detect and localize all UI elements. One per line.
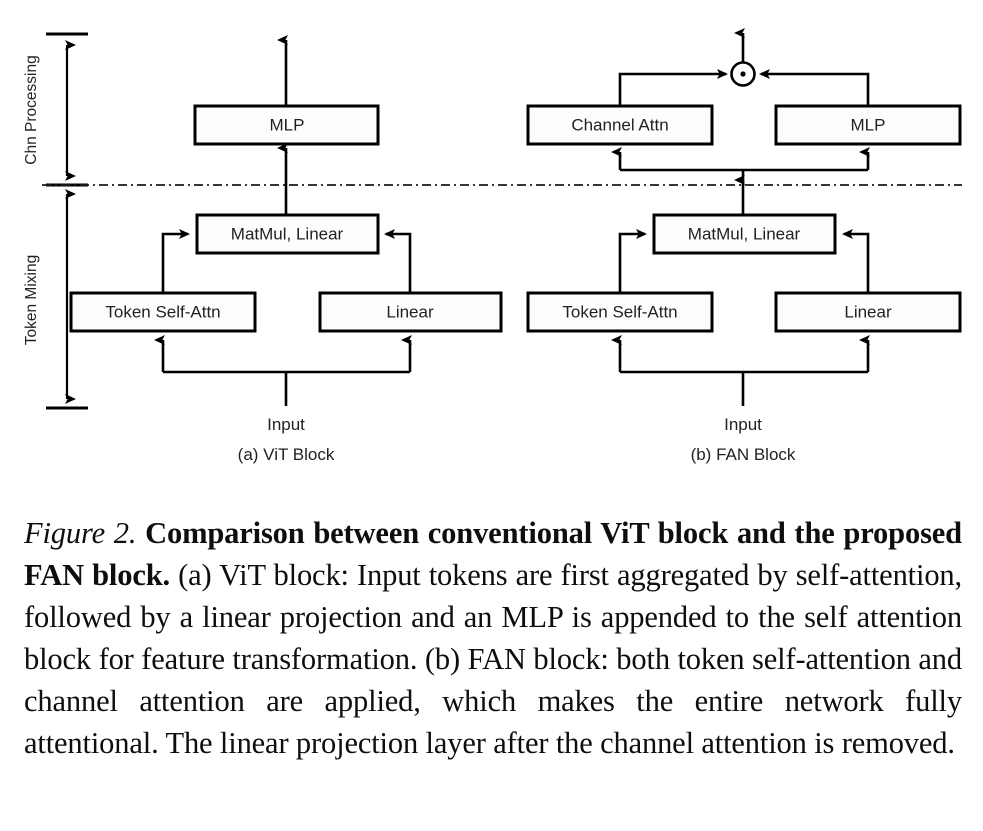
fan-mlp-label: MLP bbox=[851, 115, 886, 134]
fan-linear-to-matmul bbox=[842, 229, 870, 293]
vit-token-self-attn-to-matmul bbox=[161, 229, 190, 293]
left-axis-brackets: Chn Processing Token Mixing bbox=[23, 32, 88, 410]
fan-channel-attn-label: Channel Attn bbox=[571, 115, 668, 134]
fan-linear-box[interactable] bbox=[774, 291, 962, 333]
vit-linear-to-matmul bbox=[384, 229, 412, 293]
fan-mlp-to-operator bbox=[759, 69, 870, 106]
axis-label-chn-processing: Chn Processing bbox=[23, 55, 40, 164]
vit-input-label: Input bbox=[267, 415, 305, 434]
fan-token-self-attn-to-matmul bbox=[618, 229, 647, 293]
fan-block-panel: Token Self-Attn Linear MatMul, Linear bbox=[526, 28, 962, 464]
vit-token-self-attn-label: Token Self-Attn bbox=[105, 302, 220, 321]
vit-mlp-box[interactable] bbox=[193, 104, 380, 146]
vit-matmul-linear-label: MatMul, Linear bbox=[231, 224, 344, 243]
fan-matmul-linear-box[interactable] bbox=[652, 213, 837, 255]
caption-title: Comparison between conventional ViT bloc… bbox=[24, 516, 962, 592]
caption-body: (a) ViT block: Input tokens are first ag… bbox=[24, 558, 962, 760]
fan-channel-attn-box[interactable] bbox=[526, 104, 714, 146]
fan-block-caption: (b) FAN Block bbox=[691, 445, 796, 464]
figure-caption: Figure 2. Comparison between conventiona… bbox=[24, 512, 962, 764]
axis-label-token-mixing: Token Mixing bbox=[23, 255, 40, 345]
element-wise-multiply-dot bbox=[740, 71, 746, 77]
vit-matmul-linear-box[interactable] bbox=[195, 213, 380, 255]
fan-linear-label: Linear bbox=[844, 302, 892, 321]
vit-block-caption: (a) ViT Block bbox=[238, 445, 335, 464]
fan-token-self-attn-label: Token Self-Attn bbox=[562, 302, 677, 321]
vit-mlp-label: MLP bbox=[270, 115, 305, 134]
fan-matmul-linear-label: MatMul, Linear bbox=[688, 224, 801, 243]
vit-block-panel: Token Self-Attn Linear MatMul, Linear ML… bbox=[69, 35, 503, 464]
fan-channel-attn-to-operator bbox=[618, 69, 728, 106]
caption-figure-number: Figure 2. bbox=[24, 516, 137, 550]
vit-linear-label: Linear bbox=[386, 302, 434, 321]
figure-diagram: Chn Processing Token Mixing Token Self-A… bbox=[23, 28, 962, 464]
fan-input-label: Input bbox=[724, 415, 762, 434]
